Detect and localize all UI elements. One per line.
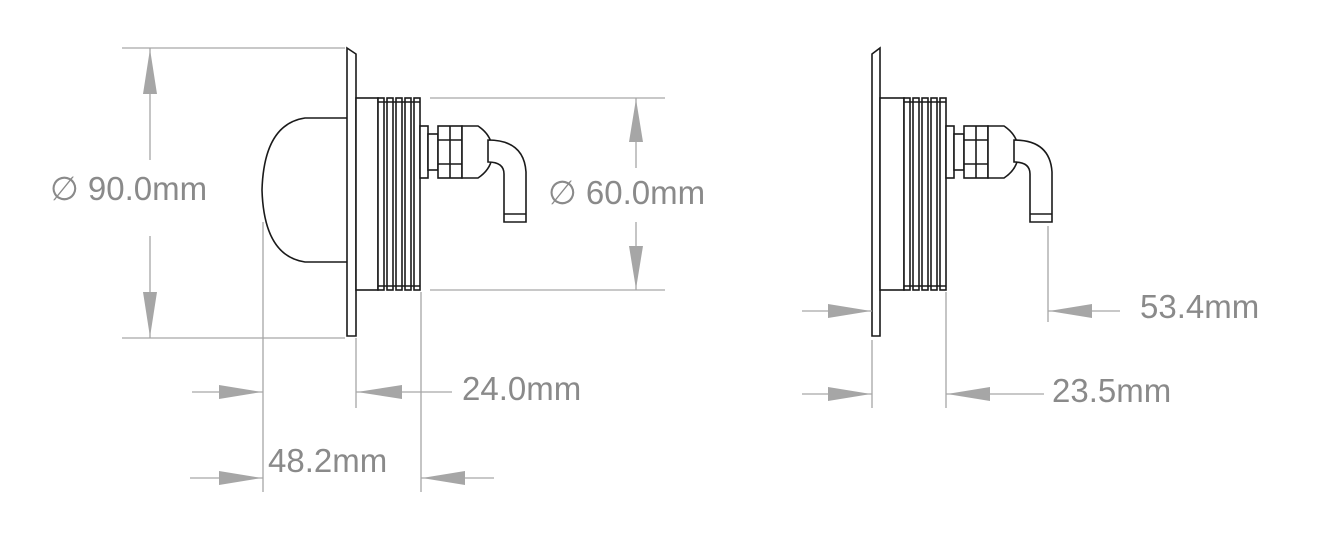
cable-extent-label: 53.4mm (1140, 288, 1260, 325)
diameter-symbol: ∅ (548, 174, 577, 211)
right-cable-elbow (1013, 139, 1053, 223)
alt-body-depth-label: 23.5mm (1052, 372, 1172, 409)
flange-to-back-label: 24.0mm (462, 370, 582, 407)
right-body-base (879, 97, 905, 291)
body-diameter-value: 60.0mm (585, 174, 706, 211)
left-flange-plate (346, 46, 357, 337)
diameter-symbol: ∅ (50, 170, 79, 207)
front-diameter-label: ∅ 90.0mm (50, 172, 207, 205)
left-dome-lens (261, 117, 349, 263)
dome-depth-label: 48.2mm (268, 442, 388, 479)
left-cable-gland (419, 125, 493, 179)
right-heatsink-fins (903, 97, 947, 291)
left-dimension-lines (122, 47, 665, 492)
left-body-base (355, 97, 379, 291)
right-flange-plate (871, 46, 881, 337)
left-fixture-view (261, 46, 527, 337)
left-cable-elbow (487, 139, 527, 223)
front-diameter-value: 90.0mm (87, 170, 208, 207)
right-cable-gland (945, 125, 1019, 179)
body-diameter-label: ∅ 60.0mm (548, 176, 705, 209)
right-dimension-lines (802, 226, 1120, 408)
left-heatsink-fins (377, 97, 421, 291)
right-fixture-view (871, 46, 1053, 337)
